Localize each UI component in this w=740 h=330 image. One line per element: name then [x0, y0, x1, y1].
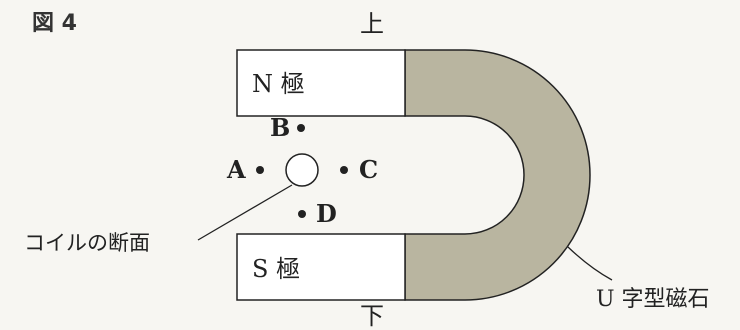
- point-d-label: D: [316, 199, 337, 228]
- point-d-dot: [298, 210, 306, 218]
- point-a-label: A: [226, 155, 246, 184]
- north-pole: [236, 49, 406, 117]
- point-b-dot: [297, 124, 305, 132]
- u-magnet-body: [404, 49, 591, 301]
- south-pole-label: S 極: [252, 255, 300, 283]
- point-a-dot: [256, 166, 264, 174]
- direction-top-label: 上: [360, 10, 384, 38]
- magnet-leader-line: [567, 246, 613, 281]
- coil-callout-label: コイルの断面: [24, 231, 150, 255]
- coil-cross-section: [285, 153, 319, 187]
- point-c-dot: [340, 166, 348, 174]
- direction-bottom-label: 下: [360, 302, 384, 330]
- point-b-label: B: [270, 113, 290, 142]
- south-pole: [236, 233, 406, 301]
- coil-leader-line: [197, 184, 293, 241]
- point-c-label: C: [359, 155, 378, 184]
- magnet-callout-label: U 字型磁石: [596, 287, 710, 312]
- figure-label: 図 4: [32, 11, 77, 36]
- north-pole-label: N 極: [252, 70, 305, 98]
